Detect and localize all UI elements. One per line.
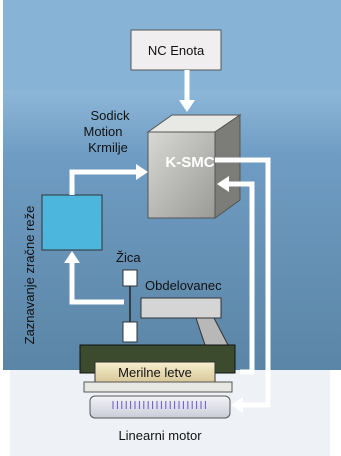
controller-cube-label: K-SMC bbox=[165, 154, 214, 171]
controller-label-line-2: Motion bbox=[83, 124, 122, 139]
arrowhead-to-motor bbox=[231, 397, 243, 413]
arrowhead-nc-to-controller bbox=[179, 100, 195, 112]
arrowhead-wire-to-gap bbox=[64, 251, 80, 263]
controller-label-line-3: Krmilje bbox=[88, 140, 128, 155]
gap-detection-label: Zaznavanje zračne reže bbox=[22, 206, 37, 345]
machine-base bbox=[83, 381, 233, 393]
upper-wire-guide bbox=[122, 269, 138, 287]
arrowhead-to-controller-inner bbox=[217, 176, 229, 192]
workpiece-label: Obdelovanec bbox=[145, 278, 222, 293]
motor-label: Linearni motor bbox=[118, 428, 202, 443]
controller-cube-front bbox=[147, 131, 216, 219]
controller-cube-side bbox=[214, 114, 241, 219]
arrow-wire-to-gap bbox=[69, 262, 124, 305]
motor-coils bbox=[112, 401, 206, 409]
nc-unit-box bbox=[130, 29, 222, 71]
wire-label: Žica bbox=[116, 250, 141, 265]
scale-label: Merilne letve bbox=[118, 365, 192, 380]
arrow-controller-to-motor-outer bbox=[215, 157, 271, 408]
arrow-scale-to-controller-inner bbox=[228, 181, 255, 375]
workpiece-body bbox=[140, 297, 222, 319]
linear-motor bbox=[89, 395, 231, 419]
gap-detection-box bbox=[41, 194, 103, 251]
lower-wire-guide bbox=[122, 321, 138, 343]
nc-unit-label: NC Enota bbox=[148, 43, 205, 58]
arrow-gap-to-controller bbox=[69, 169, 137, 195]
arrowhead-gap-to-controller bbox=[136, 164, 148, 180]
controller-label-line-1: Sodick bbox=[90, 108, 130, 123]
